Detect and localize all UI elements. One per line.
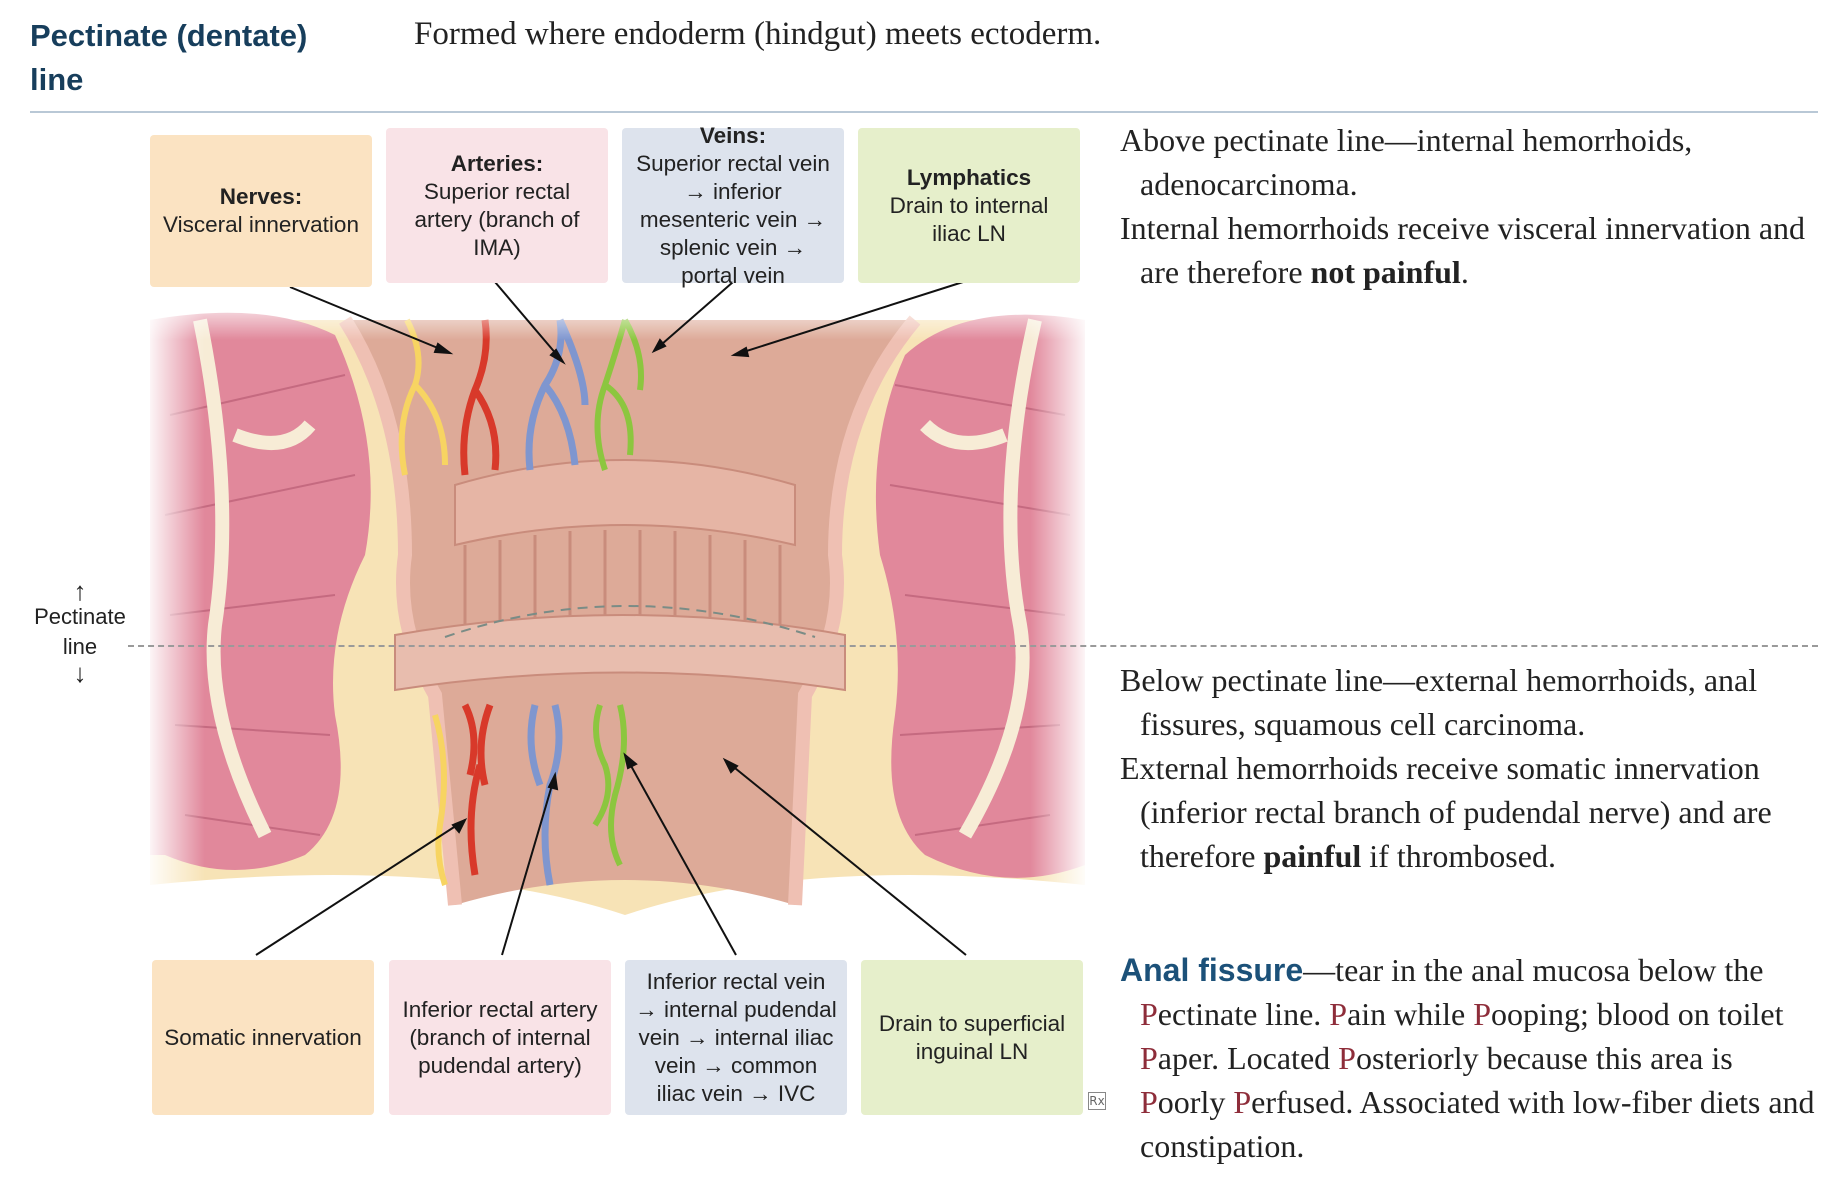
fissure-t3: ain while: [1347, 996, 1474, 1032]
lower-artery-vessel: [461, 703, 494, 876]
right-nerve-branch: [920, 318, 1042, 839]
not-painful-emphasis: not painful: [1310, 254, 1461, 290]
arteries-above-title: Arteries:: [450, 150, 544, 176]
anal-fissure-paragraph: Anal fissure—tear in the anal mucosa bel…: [1120, 948, 1820, 1168]
lower-anal-cuff: [394, 614, 846, 692]
left-muscle: [150, 312, 371, 870]
fissure-t5: aper. Located: [1157, 1040, 1339, 1076]
veins-above-text: Superior rectal vein → inferior mesenter…: [636, 150, 830, 288]
lower-lymph-vessel: [592, 704, 627, 867]
arteries-above-text: Superior rectal artery (branch of IMA): [414, 178, 580, 260]
above-paragraph-1: Above pectinate line—internal hemorrhoid…: [1120, 122, 1693, 202]
above-p2-c: .: [1460, 254, 1469, 290]
anal-fissure-text: Anal fissure—tear in the anal mucosa bel…: [1120, 948, 1820, 1168]
below-paragraph-1: Below pectinate line—external hemorrhoid…: [1120, 662, 1758, 742]
header-divider: [30, 111, 1818, 113]
rx-logo: Rx: [1088, 1092, 1106, 1110]
anal-fissure-term: Anal fissure: [1120, 952, 1304, 988]
lymphatics-below-text: Drain to superficial inguinal LN: [878, 1010, 1066, 1064]
fissure-t6: osteriorly because this area is: [1355, 1040, 1733, 1076]
above-paragraph-2: Internal hemorrhoids receive visceral in…: [1120, 206, 1820, 294]
fissure-p3: P: [1473, 996, 1492, 1032]
upper-artery-vessel: [460, 319, 500, 476]
page-title: Pectinate (dentate) line: [30, 18, 308, 97]
anal-canal-illustration: [145, 295, 1090, 945]
below-p2-c: if thrombosed.: [1361, 838, 1556, 874]
lymphatics-below-box: Drain to superficial inguinal LN: [861, 960, 1083, 1115]
upper-rectal-band: [454, 459, 796, 547]
lymphatics-above-title: Lymphatics: [906, 164, 1032, 190]
fissure-p1: P: [1140, 996, 1158, 1032]
left-nerve-branch: [193, 318, 316, 839]
fissure-t2: ectinate line.: [1157, 996, 1330, 1032]
lymphatics-above-box: Lymphatics Drain to internal iliac LN: [858, 128, 1080, 283]
veins-above-title: Veins:: [699, 122, 767, 148]
pectinate-curve: [444, 605, 816, 638]
fissure-p6: P: [1140, 1084, 1158, 1120]
up-arrow-icon: ↑: [73, 576, 87, 606]
fissure-p4: P: [1140, 1040, 1158, 1076]
veins-below-text: Inferior rectal vein → internal pudendal…: [635, 968, 837, 1106]
arteries-below-text: Inferior rectal artery (branch of intern…: [402, 996, 598, 1078]
veins-below-box: Inferior rectal vein → internal pudendal…: [625, 960, 847, 1115]
fissure-p2: P: [1329, 996, 1348, 1032]
down-arrow-icon: ↓: [73, 658, 87, 688]
nerves-above-text: Visceral innervation: [163, 212, 359, 237]
fissure-t4: ooping; blood on toilet: [1491, 996, 1784, 1032]
fissure-p5: P: [1338, 1040, 1356, 1076]
above-p2-a: Internal hemorrhoids receive visceral in…: [1120, 210, 1806, 290]
below-pectinate-text: Below pectinate line—external hemorrhoid…: [1120, 658, 1820, 878]
upper-nerve-vessel: [398, 318, 448, 476]
fissure-p7: P: [1233, 1084, 1252, 1120]
pectinate-label-line2: line: [62, 634, 98, 659]
arteries-above-box: Arteries: Superior rectal artery (branch…: [386, 128, 608, 283]
nerves-above-title: Nerves:: [219, 184, 303, 209]
fissure-t7: oorly: [1157, 1084, 1234, 1120]
fissure-t1: —tear in the anal mucosa below the: [1303, 952, 1764, 988]
fissure-t8: erfused. Associated with low-fiber diets…: [1140, 1084, 1815, 1164]
pectinate-line-label: ↑ Pectinate line ↓: [22, 576, 138, 688]
anal-mucosa: [345, 320, 915, 905]
nerves-below-box: Somatic innervation: [152, 960, 374, 1115]
pectinate-dashed-line: [128, 645, 1818, 647]
painful-emphasis: painful: [1263, 838, 1362, 874]
above-pectinate-text: Above pectinate line—internal hemorrhoid…: [1120, 118, 1820, 294]
nerves-below-text: Somatic innervation: [164, 1024, 362, 1050]
arteries-below-box: Inferior rectal artery (branch of intern…: [389, 960, 611, 1115]
pectinate-label-line1: Pectinate: [34, 604, 126, 629]
nerves-above-box: Nerves: Visceral innervation: [150, 135, 372, 287]
below-p2-a: External hemorrhoids receive somatic inn…: [1120, 750, 1772, 874]
page-subtitle: Formed where endoderm (hindgut) meets ec…: [414, 16, 1102, 52]
veins-above-box: Veins: Superior rectal vein → inferior m…: [622, 123, 844, 288]
lymphatics-above-text: Drain to internal iliac LN: [889, 192, 1049, 246]
lower-nerve-vessel: [432, 714, 448, 886]
below-paragraph-2: External hemorrhoids receive somatic inn…: [1120, 746, 1820, 878]
